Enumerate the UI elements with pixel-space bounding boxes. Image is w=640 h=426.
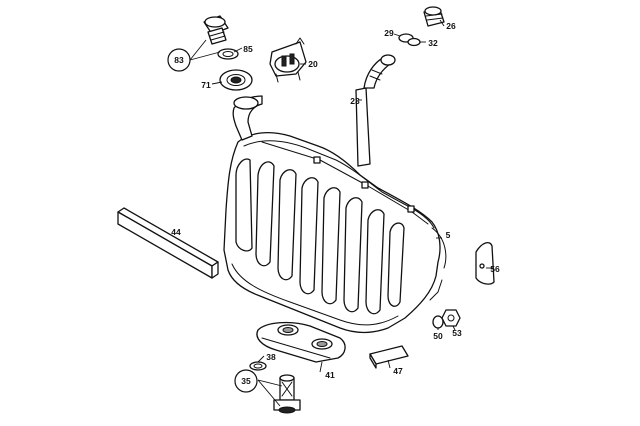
- pad-47: [369, 345, 409, 369]
- fuel-tank: [223, 95, 447, 334]
- seal-85: [217, 48, 239, 60]
- washer-38-inner: [253, 363, 263, 369]
- callout-47: 47: [393, 366, 403, 376]
- strap-bracket-hole: [479, 263, 485, 269]
- callouts: 83 85 71 20 23 29 32 26 5 56 44 50 53 47…: [167, 21, 500, 393]
- leader-lines: [189, 19, 494, 407]
- seal-ring-32: [407, 37, 421, 47]
- heat-shield-44: [117, 207, 219, 279]
- callout-85: 85: [243, 44, 253, 54]
- callout-circle-83: [167, 48, 191, 72]
- callout-41: 41: [325, 370, 335, 380]
- callout-32: 32: [428, 38, 438, 48]
- callout-35: 35: [241, 376, 251, 386]
- callout-20: 20: [308, 59, 318, 69]
- callout-26: 26: [446, 21, 456, 31]
- callout-5: 5: [446, 230, 451, 240]
- callout-83: 83: [174, 55, 184, 65]
- nut-53: [441, 309, 461, 327]
- callout-50: 50: [433, 331, 443, 341]
- strap-bracket-56: [475, 241, 495, 285]
- callout-53: 53: [452, 328, 462, 338]
- fill-pipe: [355, 54, 396, 167]
- callout-23: 23: [350, 96, 360, 106]
- callout-44: 44: [171, 227, 181, 237]
- fuel-pump-83: [203, 15, 229, 45]
- filler-cap-26: [423, 6, 445, 27]
- callout-29: 29: [384, 28, 394, 38]
- cover-plate-41: [256, 321, 346, 363]
- callout-71: 71: [201, 80, 211, 90]
- callout-56: 56: [490, 264, 500, 274]
- callout-38: 38: [266, 352, 276, 362]
- callout-circle-35: [234, 369, 258, 393]
- washer-38: [249, 361, 267, 371]
- seal-85-inner: [222, 51, 234, 57]
- fuel-sender-20: [269, 37, 307, 83]
- drain-filter-35: [273, 374, 301, 414]
- flange-ring-71: [219, 69, 253, 91]
